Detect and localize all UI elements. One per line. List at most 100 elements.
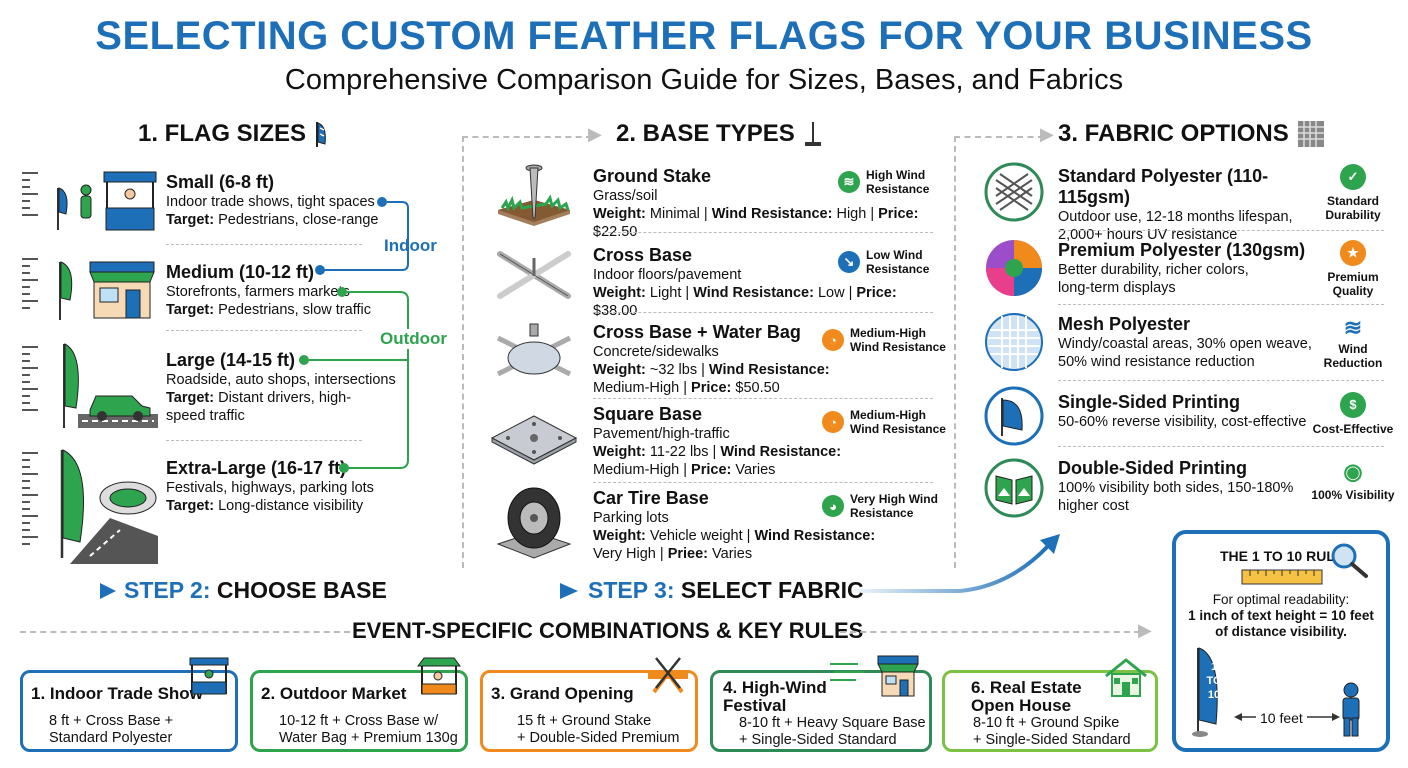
combos-heading: EVENT-SPECIFIC COMBINATIONS & KEY RULES — [352, 618, 864, 643]
indoor-outdoor-brackets — [299, 197, 409, 473]
step-flow-arrows — [20, 534, 1060, 599]
base-surface: Concrete/sidewalks — [593, 344, 719, 360]
car-tire-base-icon — [496, 487, 572, 559]
size-desc: Indoor trade shows, tight spaces — [166, 194, 375, 210]
rule-distance: 10 feet — [1256, 710, 1307, 726]
single-sided-flag-icon — [984, 386, 1044, 446]
size-desc: Roadside, auto shops, intersections — [166, 372, 396, 388]
base-surface: Grass/soil — [593, 188, 658, 204]
fabric-title: Standard Polyester (110-115gsm) — [1058, 166, 1269, 207]
size-desc: Storefronts, farmers markets — [166, 284, 350, 300]
wind-badge: ◔ Medium-High Wind Resistance — [822, 408, 950, 436]
rule-title: THE 1 TO 10 RULE — [1220, 548, 1345, 564]
trade-show-booth-icon — [57, 171, 157, 231]
separator — [593, 232, 933, 233]
rule-text-2: 1 inch of text height = 10 feet — [1188, 608, 1374, 623]
base-surface: Pavement/high-traffic — [593, 426, 730, 442]
booth-icon — [189, 657, 229, 695]
divider — [840, 631, 1140, 633]
rule-card: THE 1 TO 10 RULE For optimal readability… — [1172, 530, 1390, 752]
gauge-icon: ◔ — [822, 329, 844, 351]
sizes-heading: 1. FLAG SIZES — [138, 120, 328, 148]
height-ruler — [22, 452, 38, 550]
mesh-fabric-icon — [985, 313, 1043, 371]
size-target: Pedestrians, slow traffic — [214, 302, 371, 318]
divider-top-left — [462, 136, 592, 138]
size-target: Distant drivers, high-speed traffic — [166, 390, 352, 424]
fabric-title: Mesh Polyester — [1058, 314, 1191, 334]
feather-flag-icon — [1192, 647, 1218, 737]
check-icon: ✓ — [1340, 164, 1366, 190]
fabric-badge: ✓ Standard Durability — [1318, 164, 1388, 222]
wind-badge: ◔ Medium-High Wind Resistance — [822, 326, 950, 354]
base-specs: Weight: Minimal | Wind Resistance: High … — [593, 206, 919, 240]
star-icon: ★ — [1340, 240, 1366, 266]
divider — [20, 631, 350, 633]
size-item-large: Large (14-15 ft) Roadside, auto shops, i… — [166, 350, 398, 425]
arrow-right-icon: ▶ — [588, 124, 602, 144]
woven-fabric-icon — [984, 162, 1044, 222]
size-item-small: Small (6-8 ft) Indoor trade shows, tight… — [166, 172, 386, 229]
base-specs: Weight: Vehicle weight | Wind Resistance… — [593, 528, 876, 544]
base-surface: Parking lots — [593, 510, 669, 526]
fabric-item-double-sided: Double-Sided Printing 100% visibility bo… — [1058, 458, 1320, 515]
separator — [166, 440, 362, 441]
combo-card-indoor-trade-show: 1. Indoor Trade Show 8 ft + Cross Base +… — [20, 670, 238, 752]
separator — [166, 244, 362, 245]
fabric-desc: Outdoor use, 12-18 months lifespan, — [1058, 209, 1293, 225]
stadium-highway-icon — [60, 449, 158, 564]
separator — [1058, 446, 1384, 447]
fabric-title: Double-Sided Printing — [1058, 458, 1247, 478]
base-specs-2: Very High | Priee: Varies — [593, 546, 753, 562]
fabric-desc: Windy/coastal areas, 30% open weave, — [1058, 336, 1312, 352]
fabric-badge: ≋ Wind Reduction — [1318, 315, 1388, 371]
fabrics-heading: 3. FABRIC OPTIONS — [1058, 120, 1325, 148]
base-surface: Indoor floors/pavement — [593, 267, 742, 283]
target-label: Target: — [166, 390, 215, 406]
separator — [1058, 230, 1384, 231]
windy-shop-icon — [830, 655, 919, 697]
wind-icon: ≋ — [1343, 315, 1363, 340]
premium-fabric-icon — [986, 240, 1042, 296]
separator — [593, 312, 933, 313]
storefront-icon — [59, 261, 155, 320]
arrow-right-icon: ▶ — [1138, 620, 1152, 640]
gauge-icon: ◔ — [822, 411, 844, 433]
size-title: Medium (10-12 ft) — [166, 262, 315, 282]
size-title: Large (14-15 ft) — [166, 350, 296, 370]
dollar-icon: $ — [1340, 392, 1366, 418]
house-icon — [1105, 658, 1147, 697]
target-label: Target: — [166, 212, 215, 228]
fabric-title: Premium Polyester (130gsm) — [1058, 240, 1306, 260]
size-item-extra-large: Extra-Large (16-17 ft) Festivals, highwa… — [166, 458, 398, 515]
size-target: Long-distance visibility — [214, 498, 364, 514]
fabric-badge: ◉ 100% Visibility — [1306, 460, 1400, 503]
water-bag-base-icon — [496, 323, 572, 377]
divider-right — [954, 136, 956, 568]
double-sided-print-icon — [984, 458, 1044, 518]
page-title: SELECTING CUSTOM FEATHER FLAGS FOR YOUR … — [95, 14, 1313, 58]
base-specs: Weight: 11-22 lbs | Wind Resistance: — [593, 444, 842, 460]
car-roadside-icon — [63, 343, 158, 428]
market-stall-icon — [417, 657, 461, 695]
wind-badge: ◕ Very High Wind Resistance — [822, 492, 950, 520]
fabric-desc-2: higher cost — [1058, 498, 1129, 514]
size-desc: Festivals, highways, parking lots — [166, 480, 374, 496]
arrow-down-right-icon: ↘ — [838, 251, 860, 273]
size-target: Pedestrians, close-range — [214, 212, 379, 228]
fabric-badge: ★ Premium Quality — [1318, 240, 1388, 298]
cross-base-icon — [497, 251, 571, 299]
size-title: Small (6-8 ft) — [166, 172, 275, 192]
separator — [1058, 380, 1384, 381]
fabric-desc-2: 50% wind resistance reduction — [1058, 354, 1255, 370]
ground-stake-icon — [498, 164, 570, 226]
base-specs: Weight: ~32 lbs | Wind Resistance: — [593, 362, 830, 378]
fabric-swatch-icon — [1297, 121, 1324, 147]
fabric-item-premium: Premium Polyester (130gsm) Better durabi… — [1058, 240, 1320, 297]
fabric-desc-2: 2,000+ hours UV resistance — [1058, 227, 1238, 243]
gauge-icon: ◕ — [822, 495, 844, 517]
wind-badge: ≋ High Wind Resistance — [838, 168, 946, 196]
separator — [593, 398, 933, 399]
fabric-badge: $ Cost-Effective — [1310, 392, 1396, 436]
size-title: Extra-Large (16-17 ft) — [166, 458, 347, 478]
